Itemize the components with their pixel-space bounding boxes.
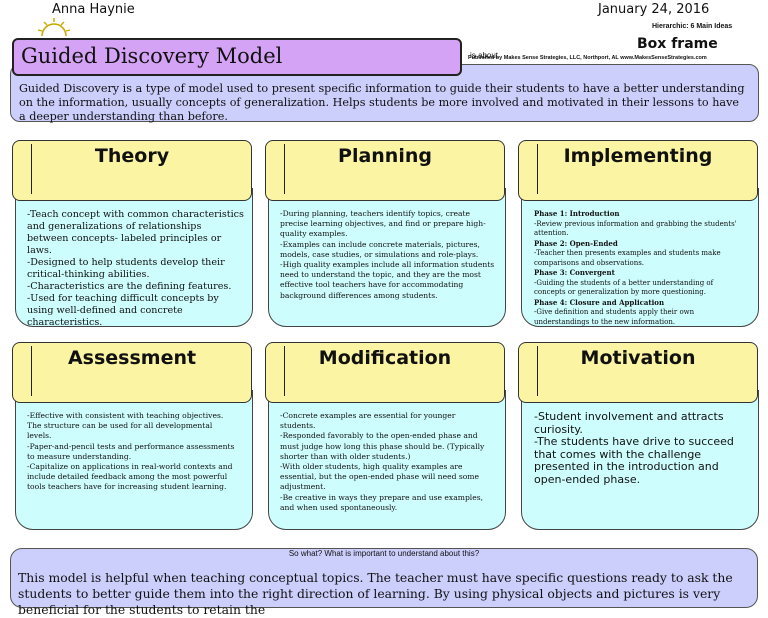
header-divider (537, 346, 538, 396)
phase-text: -Guiding the students of a better unders… (534, 278, 714, 297)
phase-text: -Teacher then presents examples and stud… (534, 249, 721, 267)
document-date: January 24, 2016 (598, 2, 710, 17)
publisher-credit: Published by Makes Sense Strategies, LLC… (468, 55, 707, 61)
description-text: Guided Discovery is a type of model used… (19, 82, 745, 123)
planning-heading: Planning (338, 145, 432, 167)
header-divider (537, 144, 538, 194)
phase-1: Phase 1: Introduction-Review previous in… (534, 209, 746, 239)
phase-text: -Review previous information and grabbin… (534, 219, 737, 238)
phase-title: Phase 1: Introduction (534, 209, 620, 218)
frame-type-label: Box frame (637, 36, 718, 52)
implementing-card-body (521, 188, 759, 327)
implementing-text: Phase 1: Introduction-Review previous in… (534, 209, 746, 327)
is-about-label: is about (470, 51, 499, 60)
page-title: Guided Discovery Model (21, 44, 283, 68)
theory-text: -Teach concept with common characteristi… (27, 209, 244, 328)
planning-card-body (268, 188, 506, 327)
assessment-card-body (15, 390, 253, 530)
motivation-text: -Student involvement and attracts curios… (534, 410, 734, 486)
implementing-card-header: Implementing (518, 140, 758, 201)
modification-card-header: Modification (265, 342, 505, 403)
motivation-card-header: Motivation (518, 342, 758, 403)
implementing-heading: Implementing (563, 145, 713, 167)
title-box (12, 38, 462, 76)
so-what-question: So what? What is important to understand… (288, 549, 480, 558)
sun-logo-icon (37, 18, 71, 37)
so-what-text: This model is helpful when teaching conc… (18, 570, 733, 617)
author-name: Anna Haynie (52, 2, 135, 17)
header-divider (284, 346, 285, 396)
header-divider (31, 144, 32, 194)
motivation-heading: Motivation (580, 347, 696, 369)
planning-card-header: Planning (265, 140, 505, 201)
planning-text: -During planning, teachers identify topi… (280, 209, 495, 300)
header-divider (284, 144, 285, 194)
phase-title: Phase 2: Open-Ended (534, 238, 618, 248)
phase-4: Phase 4: Closure and Application-Give de… (534, 298, 746, 328)
phase-3: Phase 3: Convergent-Guiding the students… (534, 268, 746, 298)
hierarchic-label: Hierarchic: 6 Main Ideas (652, 23, 733, 30)
theory-card-header: Theory (12, 140, 252, 201)
assessment-heading: Assessment (67, 347, 197, 369)
modification-card-body (268, 390, 506, 530)
theory-card-body (15, 188, 253, 327)
phase-title: Phase 3: Convergent (534, 268, 615, 277)
assessment-text: -Effective with consistent with teaching… (27, 411, 235, 492)
phase-2: Phase 2: Open-Ended-Teacher then present… (534, 239, 746, 269)
modification-text: -Concrete examples are essential for you… (280, 411, 485, 512)
phase-text: -Give definition and students apply thei… (534, 308, 695, 326)
header-divider (31, 346, 32, 396)
theory-heading: Theory (94, 145, 170, 167)
phase-title: Phase 4: Closure and Application (534, 297, 665, 307)
modification-heading: Modification (318, 347, 452, 369)
assessment-card-header: Assessment (12, 342, 252, 403)
